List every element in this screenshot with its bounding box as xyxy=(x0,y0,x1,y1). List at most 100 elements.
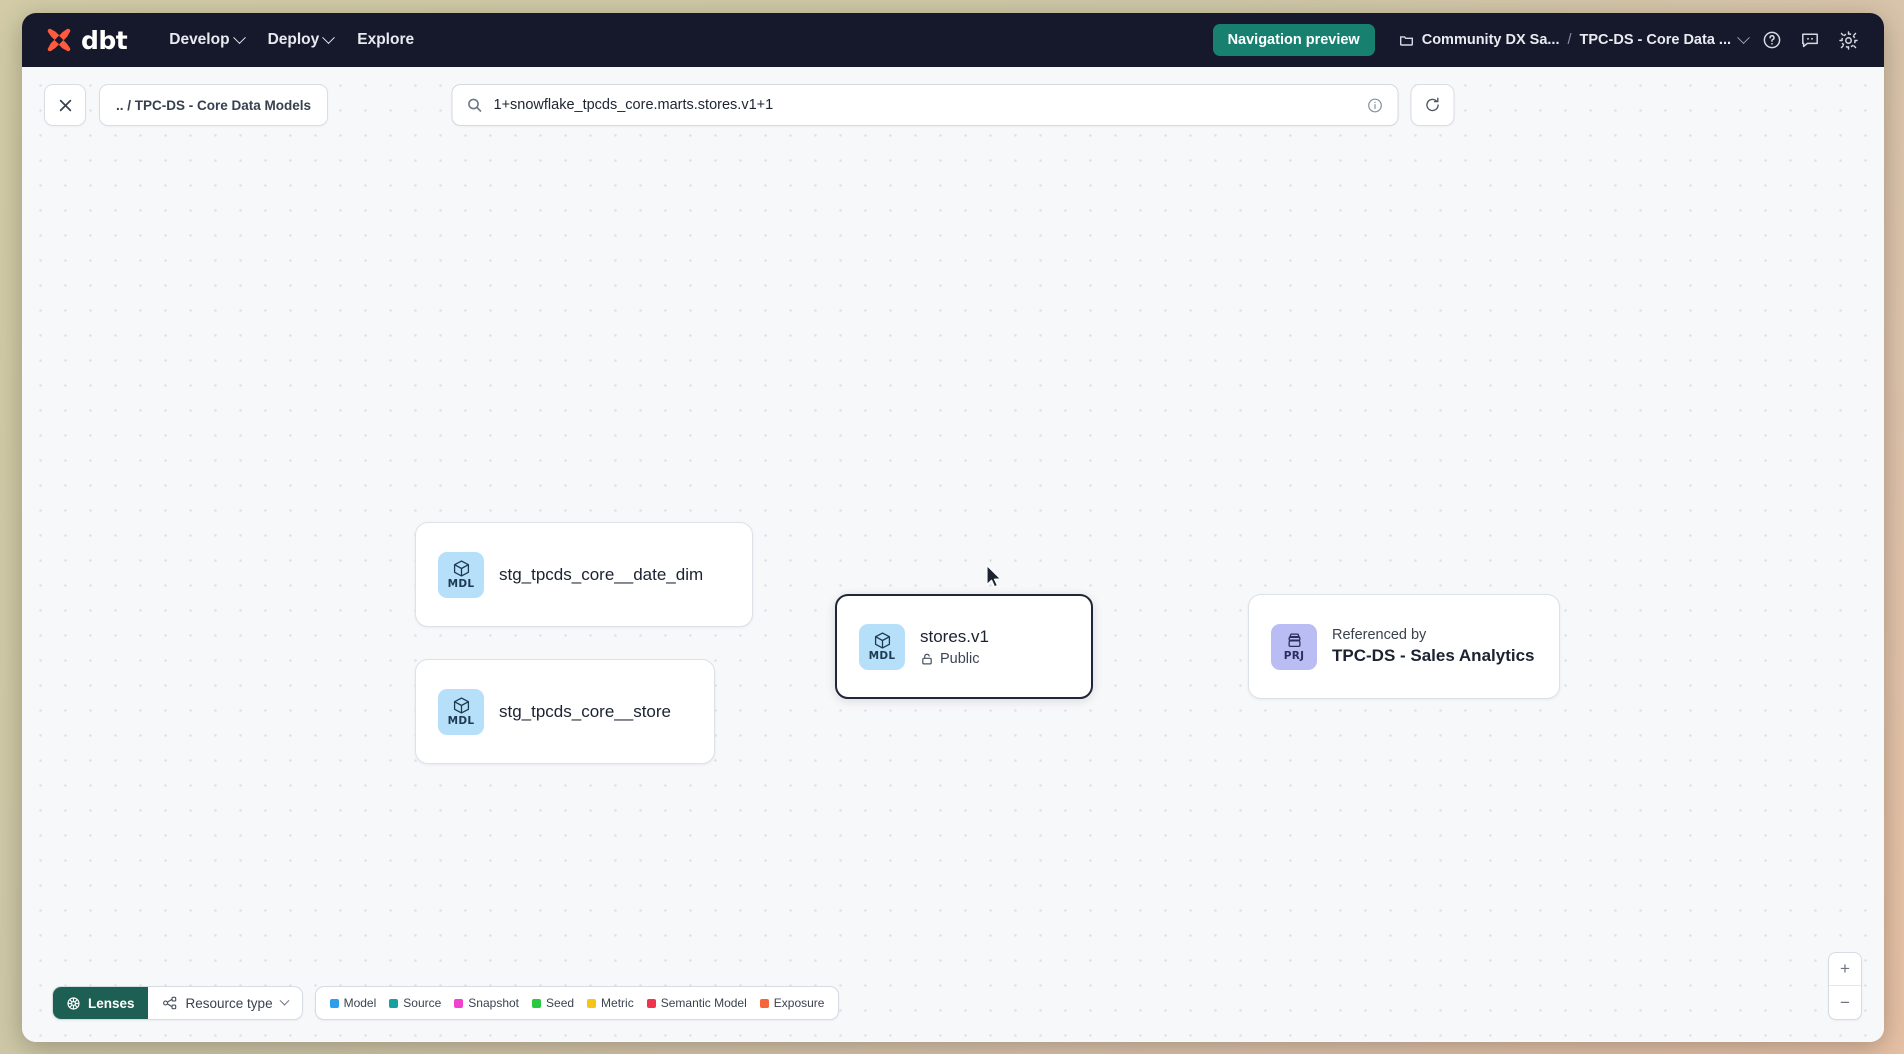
legend-item: Model xyxy=(329,996,377,1010)
refresh-button[interactable] xyxy=(1410,84,1455,126)
legend-label: Source xyxy=(403,996,442,1010)
legend-swatch-model xyxy=(329,998,339,1008)
node-body: stg_tpcds_core__store xyxy=(499,701,695,722)
resource-type-dropdown[interactable]: Resource type xyxy=(148,987,302,1019)
lineage-graph-canvas[interactable]: .. / TPC-DS - Core Data Models xyxy=(22,67,1884,1042)
help-circle-icon xyxy=(1763,31,1781,49)
dbt-wordmark: dbt xyxy=(81,25,128,55)
help-button[interactable] xyxy=(1758,26,1786,54)
close-button[interactable] xyxy=(44,84,86,126)
legend-swatch-source xyxy=(389,998,399,1008)
graph-toolbar: .. / TPC-DS - Core Data Models xyxy=(22,84,1884,126)
graph-node-referenced-by-project[interactable]: PRJ Referenced by TPC-DS - Sales Analyti… xyxy=(1248,594,1560,699)
node-badge-label: MDL xyxy=(447,578,475,591)
node-badge-label: MDL xyxy=(447,715,475,728)
resource-type-label: Resource type xyxy=(185,995,273,1011)
folder-icon xyxy=(1399,35,1413,46)
info-circle-icon[interactable] xyxy=(1367,97,1384,114)
close-x-icon xyxy=(59,99,71,111)
node-badge-model: MDL xyxy=(859,623,905,670)
node-title: stg_tpcds_core__store xyxy=(499,701,671,721)
chevron-down-icon xyxy=(232,30,246,44)
node-title: stg_tpcds_core__date_dim xyxy=(499,564,704,584)
project-name[interactable]: TPC-DS - Core Data ... xyxy=(1579,32,1731,48)
legend-label: Seed xyxy=(546,996,575,1010)
feedback-button[interactable] xyxy=(1796,26,1824,54)
nav-item-explore-label: Explore xyxy=(357,31,415,48)
node-access: Public xyxy=(920,651,989,667)
chevron-down-icon xyxy=(322,30,336,44)
legend-item: Snapshot xyxy=(454,996,519,1010)
search-area xyxy=(451,84,1455,126)
node-badge-project: PRJ xyxy=(1271,623,1317,670)
legend-swatch-snapshot xyxy=(454,998,464,1008)
graph-node-stg-tpcds-core-store[interactable]: MDL stg_tpcds_core__store xyxy=(415,659,715,764)
graph-node-stores-v1[interactable]: MDL stores.v1 Public xyxy=(835,594,1093,699)
node-body: stores.v1 Public xyxy=(920,626,1013,666)
node-title: TPC-DS - Sales Analytics xyxy=(1332,646,1535,666)
project-stack-icon xyxy=(1287,633,1301,648)
unlock-icon xyxy=(922,653,932,665)
dbt-logo[interactable]: dbt xyxy=(34,25,128,55)
legend-label: Snapshot xyxy=(468,996,520,1010)
top-navigation-bar: dbt Develop Deploy Explore Navigation pr… xyxy=(22,13,1884,67)
refresh-icon xyxy=(1426,97,1439,112)
dbt-logo-icon xyxy=(47,28,71,52)
breadcrumb-button[interactable]: .. / TPC-DS - Core Data Models xyxy=(99,84,329,126)
legend-item: Metric xyxy=(587,996,634,1010)
node-graph-icon xyxy=(162,996,176,1010)
legend-label: Metric xyxy=(601,996,634,1010)
node-title: stores.v1 xyxy=(920,627,989,647)
chevron-down-icon xyxy=(279,995,290,1006)
nav-item-develop-label: Develop xyxy=(169,31,230,48)
cube-model-icon xyxy=(874,632,890,649)
node-badge-label: MDL xyxy=(868,650,896,663)
gear-icon xyxy=(1838,30,1858,50)
legend-swatch-semantic-model xyxy=(646,998,656,1008)
account-name[interactable]: Community DX Sa... xyxy=(1421,32,1560,48)
account-project-breadcrumb: Community DX Sa... / TPC-DS - Core Data … xyxy=(1399,30,1750,48)
nav-item-explore[interactable]: Explore xyxy=(345,24,426,56)
node-body: Referenced by TPC-DS - Sales Analytics xyxy=(1332,626,1559,666)
graph-node-stg-tpcds-core-date-dim[interactable]: MDL stg_tpcds_core__date_dim xyxy=(415,522,753,627)
legend-swatch-exposure xyxy=(759,998,769,1008)
legend-item: Exposure xyxy=(759,996,825,1010)
zoom-in-button[interactable]: + xyxy=(1829,953,1861,986)
nav-item-deploy-label: Deploy xyxy=(267,31,320,48)
search-icon xyxy=(468,98,482,112)
cube-model-icon xyxy=(453,697,469,714)
node-badge-model: MDL xyxy=(438,551,484,598)
nav-item-develop[interactable]: Develop xyxy=(157,24,255,56)
legend-swatch-metric xyxy=(587,998,597,1008)
node-access-label: Public xyxy=(940,650,980,667)
zoom-out-button[interactable]: − xyxy=(1840,992,1850,1012)
navigation-preview-button[interactable]: Navigation preview xyxy=(1212,24,1375,56)
node-badge-label: PRJ xyxy=(1283,650,1305,663)
nav-item-deploy[interactable]: Deploy xyxy=(256,24,346,56)
legend-item: Seed xyxy=(532,996,574,1010)
node-badge-model: MDL xyxy=(438,688,484,735)
legend-item: Semantic Model xyxy=(646,996,747,1010)
search-box[interactable] xyxy=(451,84,1399,126)
lens-icon xyxy=(67,996,80,1010)
node-kicker: Referenced by xyxy=(1332,627,1427,644)
chat-feedback-icon xyxy=(1802,33,1818,48)
legend-label: Exposure xyxy=(773,996,825,1010)
legend-label: Model xyxy=(343,996,377,1010)
lenses-label: Lenses xyxy=(88,995,135,1011)
node-body: stg_tpcds_core__date_dim xyxy=(499,564,727,585)
legend-swatch-seed xyxy=(532,998,542,1008)
browser-window: dbt Develop Deploy Explore Navigation pr… xyxy=(22,13,1884,1042)
zoom-controls: + − xyxy=(1828,952,1862,1020)
cube-model-icon xyxy=(453,560,469,577)
breadcrumb-separator: / xyxy=(1567,32,1572,48)
chevron-down-icon[interactable] xyxy=(1737,30,1750,44)
settings-button[interactable] xyxy=(1834,26,1862,54)
legend-item: Source xyxy=(389,996,441,1010)
legend-label: Semantic Model xyxy=(660,996,747,1010)
resource-type-legend: Model Source Snapshot Seed xyxy=(314,986,840,1020)
lenses-button[interactable]: Lenses xyxy=(53,987,148,1019)
search-input[interactable] xyxy=(493,97,1356,113)
bottom-controls: Lenses Resource type xyxy=(52,986,840,1020)
